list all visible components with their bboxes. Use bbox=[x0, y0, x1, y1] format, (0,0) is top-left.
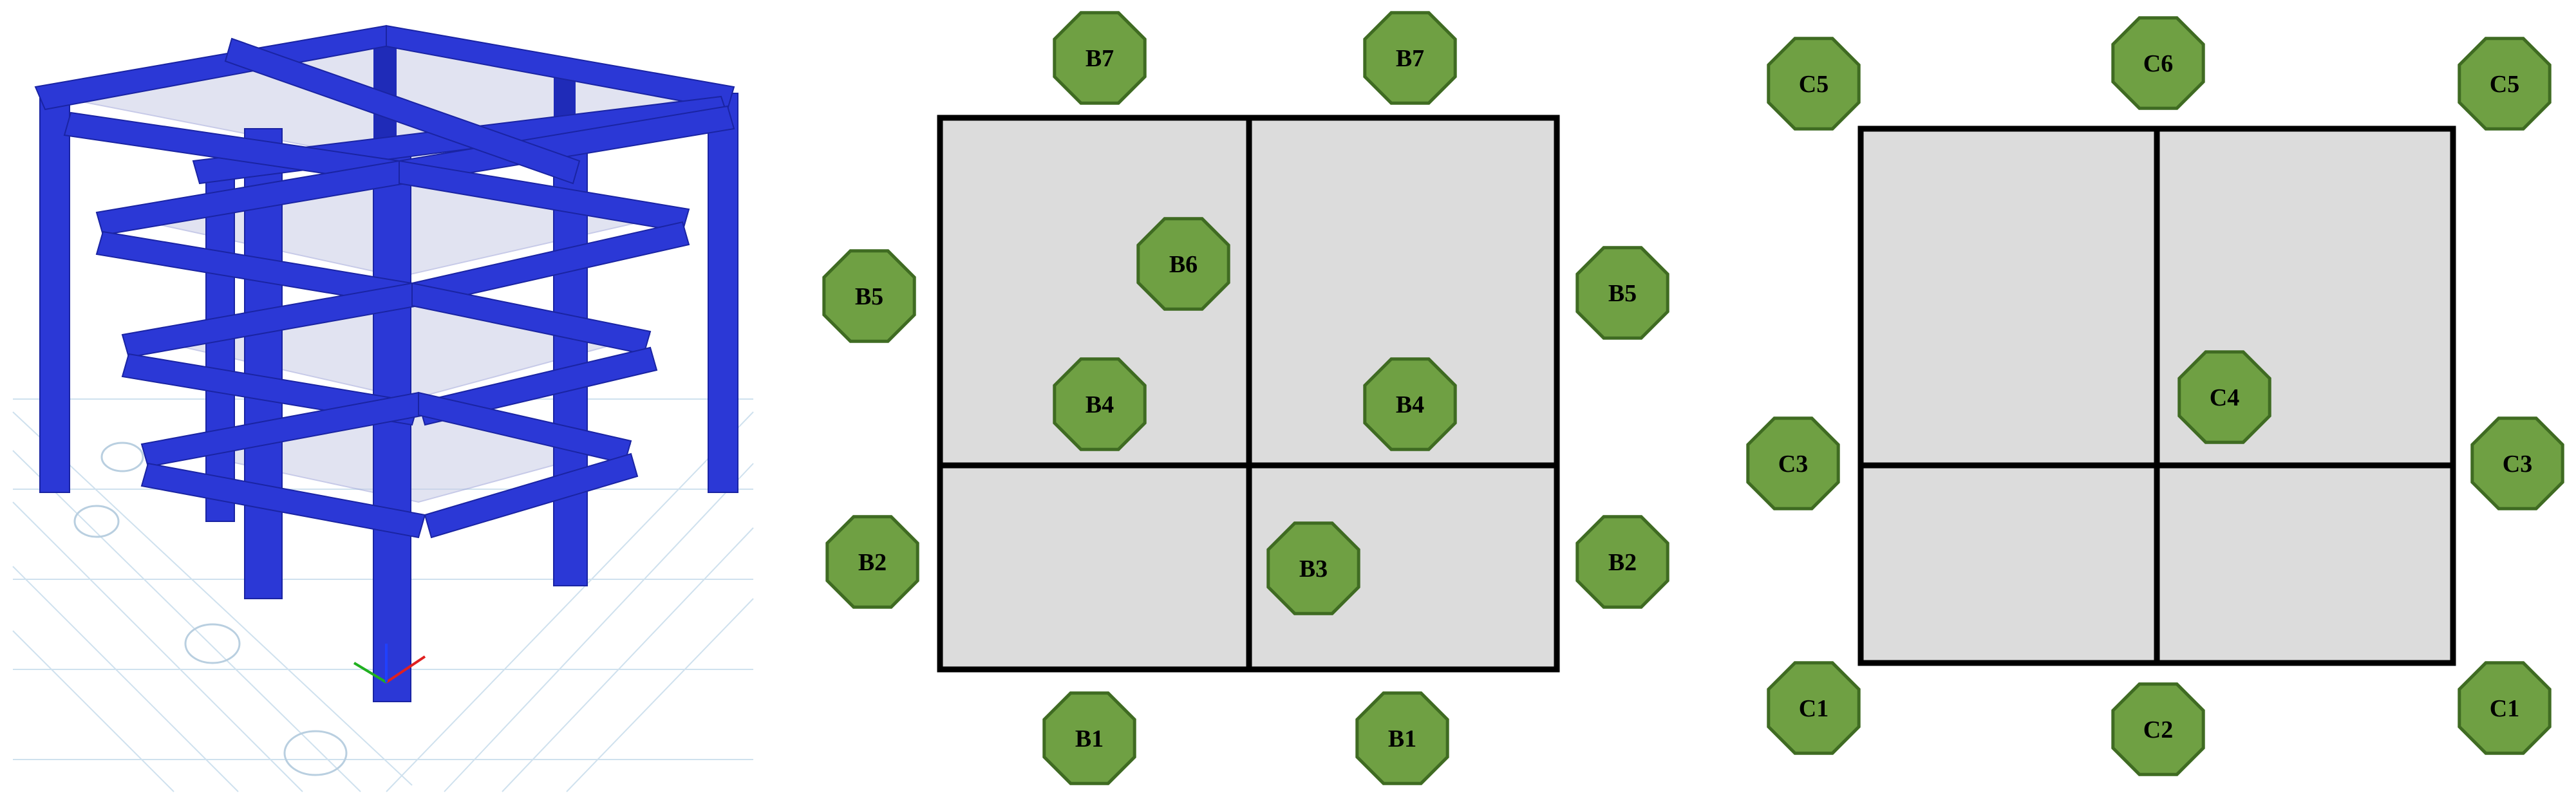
octagon-badge-icon bbox=[822, 249, 916, 343]
member-label-badge: C5 bbox=[2458, 37, 2552, 131]
member-label-badge: C1 bbox=[1767, 661, 1861, 755]
grid-bubble-icon bbox=[184, 623, 241, 664]
grid-bubble-icon bbox=[283, 730, 348, 776]
member-label-text: C3 bbox=[2503, 451, 2532, 478]
member-label-text: B6 bbox=[1169, 251, 1198, 278]
octagon-badge-icon bbox=[2111, 682, 2205, 776]
member-label-text: C5 bbox=[2490, 71, 2519, 98]
octagon-badge-icon bbox=[2458, 37, 2552, 131]
octagon-badge-icon bbox=[2458, 661, 2552, 755]
octagon-badge-icon bbox=[1136, 217, 1230, 311]
panel-c-cell bbox=[2154, 462, 2456, 666]
octagon-badge-icon bbox=[1042, 691, 1136, 785]
member-label-badge: C2 bbox=[2111, 682, 2205, 776]
member-label-text: C3 bbox=[1778, 451, 1808, 478]
member-label-text: B3 bbox=[1299, 555, 1328, 583]
octagon-badge-icon bbox=[2470, 416, 2564, 510]
member-label-badge: B4 bbox=[1053, 357, 1147, 451]
panel-c-cell bbox=[1857, 462, 2160, 666]
octagon-badge-icon bbox=[1746, 416, 1840, 510]
octagon-badge-icon bbox=[1355, 691, 1449, 785]
member-label-badge: B6 bbox=[1136, 217, 1230, 311]
member-label-badge: B1 bbox=[1355, 691, 1449, 785]
member-label-text: B5 bbox=[855, 283, 883, 310]
grid-bubble-icon bbox=[73, 505, 120, 538]
member-label-badge: C3 bbox=[2470, 416, 2564, 510]
member-label-badge: B7 bbox=[1053, 11, 1147, 105]
member-label-text: B7 bbox=[1086, 45, 1114, 72]
column bbox=[373, 147, 411, 702]
octagon-badge-icon bbox=[1053, 11, 1147, 105]
member-label-badge: B7 bbox=[1363, 11, 1457, 105]
member-label-text: C4 bbox=[2210, 384, 2239, 411]
member-label-text: C2 bbox=[2143, 716, 2173, 743]
member-label-badge: B5 bbox=[1575, 246, 1669, 340]
member-label-text: C5 bbox=[1799, 71, 1829, 98]
member-label-badge: B5 bbox=[822, 249, 916, 343]
panel-c-cell bbox=[1857, 126, 2160, 469]
member-label-badge: C4 bbox=[2177, 350, 2271, 444]
member-label-text: C1 bbox=[1799, 695, 1829, 722]
member-label-text: B2 bbox=[1608, 549, 1637, 576]
octagon-badge-icon bbox=[2111, 16, 2205, 110]
member-label-badge: B1 bbox=[1042, 691, 1136, 785]
member-label-badge: B4 bbox=[1363, 357, 1457, 451]
panel-b-cell bbox=[937, 462, 1252, 673]
member-label-badge: C5 bbox=[1767, 37, 1861, 131]
member-label-badge: B3 bbox=[1266, 521, 1360, 615]
member-label-text: C6 bbox=[2143, 50, 2173, 77]
member-label-text: B7 bbox=[1396, 45, 1424, 72]
octagon-badge-icon bbox=[1266, 521, 1360, 615]
member-label-badge: B2 bbox=[825, 515, 919, 609]
octagon-badge-icon bbox=[1575, 246, 1669, 340]
member-label-text: B5 bbox=[1608, 280, 1637, 307]
member-label-text: B1 bbox=[1075, 725, 1104, 752]
column bbox=[39, 93, 70, 493]
member-label-badge: C1 bbox=[2458, 661, 2552, 755]
octagon-badge-icon bbox=[1767, 661, 1861, 755]
column bbox=[708, 93, 738, 493]
panel-c-cell bbox=[2154, 126, 2456, 469]
member-label-text: B1 bbox=[1388, 725, 1416, 752]
octagon-badge-icon bbox=[1575, 515, 1669, 609]
octagon-badge-icon bbox=[1767, 37, 1861, 131]
octagon-badge-icon bbox=[2177, 350, 2271, 444]
member-label-badge: C6 bbox=[2111, 16, 2205, 110]
member-label-text: B4 bbox=[1396, 391, 1424, 418]
octagon-badge-icon bbox=[825, 515, 919, 609]
member-label-badge: B2 bbox=[1575, 515, 1669, 609]
member-label-badge: C3 bbox=[1746, 416, 1840, 510]
member-label-text: C1 bbox=[2490, 695, 2519, 722]
grid-bubble-icon bbox=[100, 442, 144, 472]
structural-frame-3d bbox=[12, 24, 754, 792]
octagon-badge-icon bbox=[1053, 357, 1147, 451]
member-label-text: B2 bbox=[858, 549, 887, 576]
octagon-badge-icon bbox=[1363, 357, 1457, 451]
member-label-text: B4 bbox=[1086, 391, 1114, 418]
octagon-badge-icon bbox=[1363, 11, 1457, 105]
